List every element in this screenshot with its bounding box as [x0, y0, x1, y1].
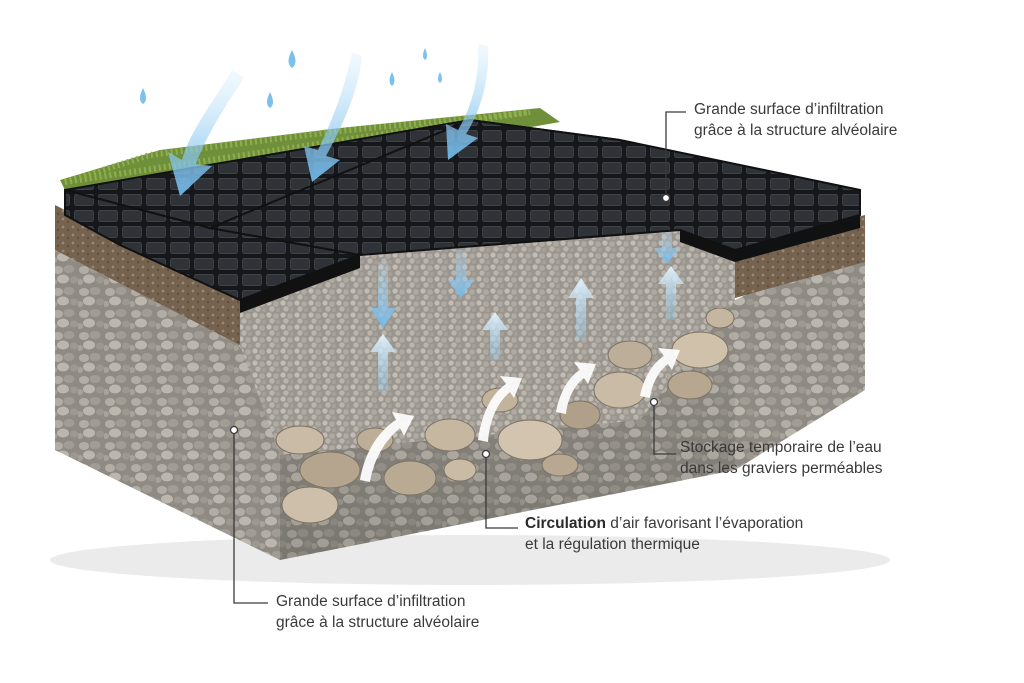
- callout-infiltration-top-right: Grande surface d’infiltration grâce à la…: [694, 99, 897, 141]
- callout-line-rest: d’air favorisant l’évaporation: [605, 515, 804, 532]
- callout-line: Grande surface d’infiltration: [694, 101, 884, 118]
- downward-water-arrows: [370, 232, 680, 328]
- upward-water-arrows: [370, 266, 684, 392]
- block-right-face: [735, 240, 865, 470]
- soil-layer-right: [735, 215, 865, 298]
- callout-line: grâce à la structure alvéolaire: [694, 122, 898, 139]
- callout-line: et la régulation thermique: [525, 536, 700, 553]
- air-circulation-arrows: [360, 348, 680, 482]
- large-stones: [275, 307, 735, 524]
- callout-line: grâce à la structure alvéolaire: [276, 614, 480, 631]
- callout-infiltration-bottom-left: Grande surface d’infiltration grâce à la…: [276, 591, 479, 633]
- callout-anchor-dots: [229, 193, 671, 459]
- callout-line: Circulation d’air favorisant l’évaporati…: [525, 513, 803, 534]
- callout-water-storage: Stockage temporaire de l’eau dans les gr…: [680, 437, 882, 479]
- soil-layer-left: [55, 205, 240, 345]
- rain-droplets: [140, 48, 442, 108]
- callout-line: Grande surface d’infiltration: [276, 593, 466, 610]
- callout-air-circulation: Circulation d’air favorisant l’évaporati…: [525, 513, 803, 555]
- rain-infiltration-arrows: [168, 44, 489, 196]
- callout-bold-term: Circulation: [525, 515, 606, 532]
- callout-line: dans les graviers perméables: [680, 460, 883, 477]
- callout-leader-lines: [233, 111, 686, 604]
- callout-line: Stockage temporaire de l’eau: [680, 439, 882, 456]
- block-left-face: [55, 210, 280, 560]
